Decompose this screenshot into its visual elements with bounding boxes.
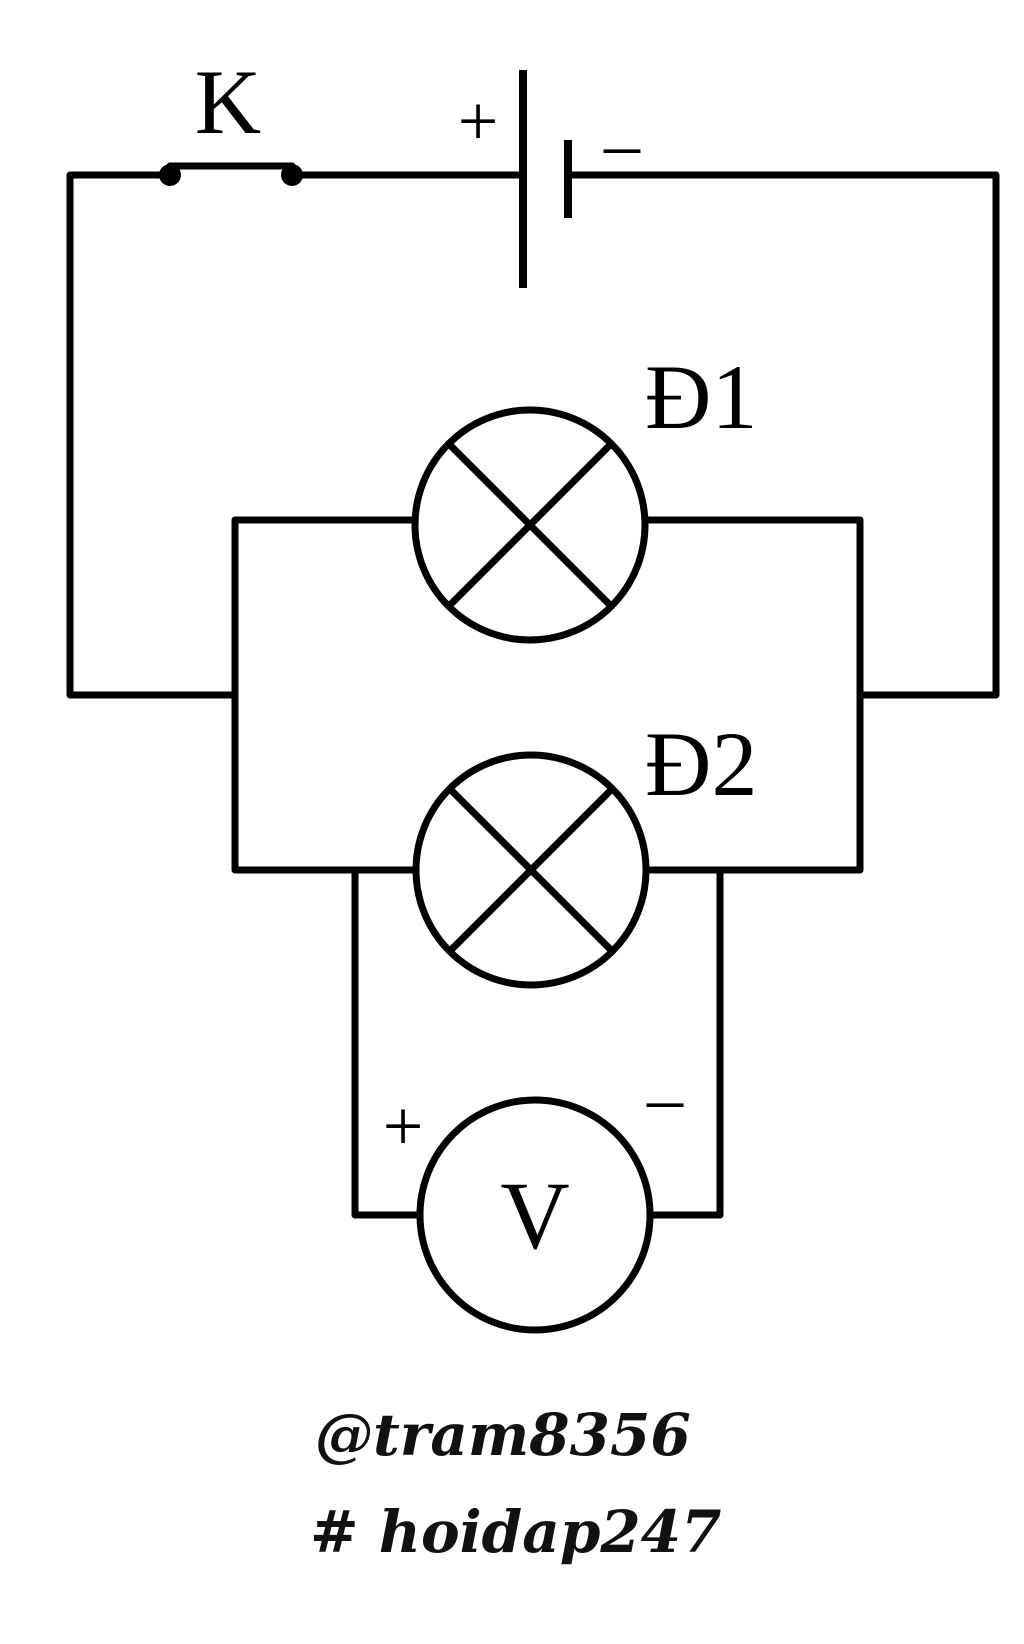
voltmeter-minus-sign: – (646, 1058, 684, 1138)
wire-lamp1-left (231, 516, 416, 874)
wire-voltmeter-right (646, 866, 724, 1219)
wire-top-right (564, 171, 1000, 699)
watermark-site: # hoidap247 (310, 1498, 721, 1566)
lamp1-cross-b (445, 440, 615, 610)
lamp2-label: Đ2 (645, 713, 757, 815)
voltmeter-plus-sign: + (383, 1086, 424, 1166)
battery-minus-sign: – (603, 104, 641, 184)
lamp1-label: Đ1 (645, 346, 757, 448)
lamp2-bulb (412, 751, 650, 989)
voltmeter-label: V (500, 1162, 569, 1269)
wire-top-left (66, 171, 239, 699)
wire-lamp1-right (644, 516, 864, 874)
voltmeter-body (416, 1096, 654, 1334)
switch-label: K (195, 51, 261, 153)
lamp2-cross-b (446, 785, 616, 955)
wire-voltmeter-left (351, 866, 424, 1219)
battery-plus-sign: + (458, 81, 499, 161)
watermark-author: @tram8356 (315, 1401, 691, 1469)
lamp1-bulb (411, 406, 649, 644)
